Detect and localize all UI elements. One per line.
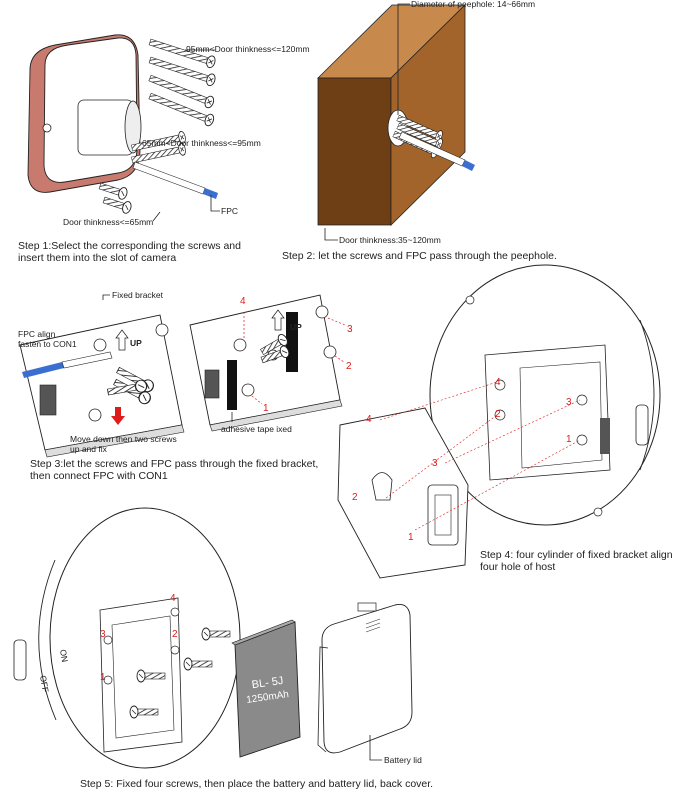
step3-bracket-right <box>189 294 343 432</box>
step4-number-4-bracket: 4 <box>366 414 372 425</box>
step5-caption: Step 5: Fixed four screws, then place th… <box>80 778 434 790</box>
step4-caption: Step 4: four cylinder of fixed bracket a… <box>480 549 673 573</box>
step1-fpc <box>132 161 218 199</box>
step5-number-1: 1 <box>100 672 106 683</box>
step1-caption: Step 1:Select the corresponding the scre… <box>18 240 241 264</box>
step4-number-3-host: 3 <box>566 397 572 408</box>
label-fixed-bracket: Fixed bracket <box>112 290 164 300</box>
step4-number-4-host: 4 <box>495 377 501 388</box>
label-off: OFF <box>38 675 51 693</box>
label-battery-lid: Battery lid <box>384 755 422 765</box>
step4-caption-line1: Step 4: four cylinder of fixed bracket a… <box>480 549 673 561</box>
step1-screws-short <box>97 179 133 215</box>
step5-number-4: 4 <box>170 593 176 604</box>
step3-caption-line1: Step 3:let the screws and FPC pass throu… <box>30 458 319 470</box>
label-short-screws: Door thinkness<=65mm <box>63 217 153 227</box>
step2-screws <box>391 112 475 171</box>
step4-number-2-host: 2 <box>495 409 501 420</box>
label-fpc: FPC <box>221 206 238 216</box>
label-move-down-2: up and fix <box>70 444 108 454</box>
label-fpc-align-1: FPC align <box>18 329 56 339</box>
step4-bracket <box>337 407 469 579</box>
label-door-thickness: Door thinkness:35~120mm <box>339 235 441 245</box>
step1-camera <box>27 34 142 193</box>
label-long-screws: 95mm<Door thinkness<=120mm <box>186 44 310 54</box>
step1-caption-line1: Step 1:Select the corresponding the scre… <box>18 240 241 252</box>
step3-number-4: 4 <box>240 296 246 307</box>
step2-caption: Step 2: let the screws and FPC pass thro… <box>282 250 557 262</box>
label-peephole-diameter: Diameter of peephole: 14~66mm <box>411 0 535 9</box>
step3-bracket-left <box>19 314 185 458</box>
label-move-down-1: Move down then two screws <box>70 434 177 444</box>
step4-number-2-bracket: 2 <box>352 492 358 503</box>
step5-host <box>13 507 241 769</box>
label-mid-screws: 65mm<Door thinkness<=95mm <box>142 138 261 148</box>
battery <box>231 619 301 758</box>
step4-guides <box>379 381 581 531</box>
step4-number-3-bracket: 3 <box>432 458 438 469</box>
battery-lid <box>317 602 413 754</box>
step5-number-3: 3 <box>100 629 106 640</box>
step2-door <box>317 4 466 226</box>
label-up-right: UP <box>290 322 302 332</box>
step3-number-3: 3 <box>347 324 353 335</box>
step4-number-1-bracket: 1 <box>408 532 414 543</box>
label-adhesive-tape: adhesive tape ixed <box>221 424 292 434</box>
step3-number-1: 1 <box>263 403 269 414</box>
step4-caption-line2: four hole of host <box>480 561 556 573</box>
step3-caption: Step 3:let the screws and FPC pass throu… <box>30 458 318 482</box>
step1-caption-line2: insert them into the slot of camera <box>18 252 177 264</box>
label-fpc-align-2: fasten to CON1 <box>18 339 77 349</box>
battery-model: BL- 5J <box>251 675 284 691</box>
step3-number-2: 2 <box>346 361 352 372</box>
label-up-left: UP <box>130 338 142 348</box>
step4-number-1-host: 1 <box>566 434 572 445</box>
step5-number-2: 2 <box>172 629 178 640</box>
step4-host <box>429 264 661 526</box>
step3-caption-line2: then connect FPC with CON1 <box>30 470 168 482</box>
label-on: ON <box>58 649 70 663</box>
